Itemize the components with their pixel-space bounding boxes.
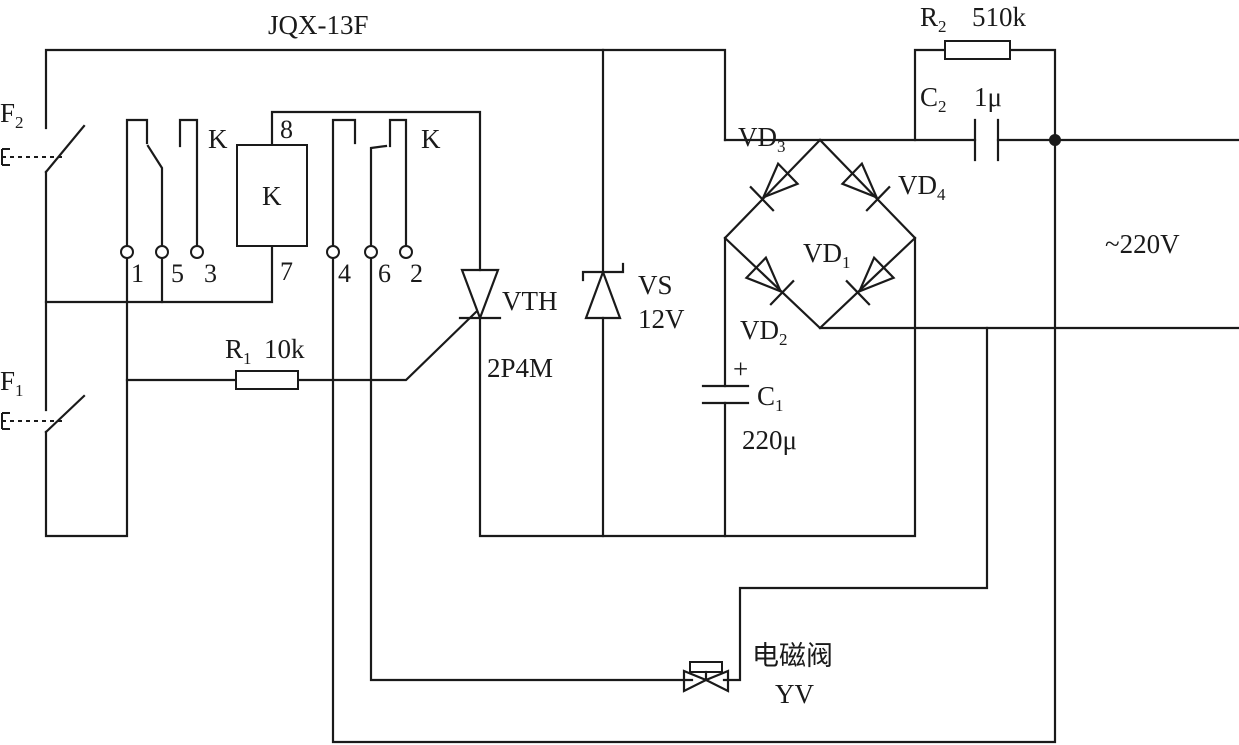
wire-bridge-diamond bbox=[723, 138, 917, 330]
c1-plus-label: + bbox=[733, 354, 748, 384]
wire-bottom-rail bbox=[478, 236, 917, 538]
r1-value: 10k bbox=[264, 334, 305, 364]
wire-top-rail bbox=[44, 48, 727, 142]
wire-pin7 bbox=[44, 244, 274, 304]
wire-r1 bbox=[125, 310, 478, 382]
terminal-2 bbox=[399, 245, 413, 259]
wire-r2-loop bbox=[331, 48, 1057, 744]
r1-label: R1 bbox=[225, 334, 252, 368]
terminal-5 bbox=[155, 245, 169, 259]
capacitor-c2 bbox=[973, 118, 1000, 162]
diode-vd1 bbox=[845, 255, 896, 306]
diode-vd3 bbox=[749, 161, 800, 212]
f2-label: F2 bbox=[0, 98, 24, 132]
junction-dot bbox=[1049, 134, 1061, 146]
relay-contacts-right bbox=[331, 118, 408, 248]
vs-label: VS bbox=[638, 270, 673, 300]
wires bbox=[44, 48, 1239, 744]
vd1-label: VD1 bbox=[803, 238, 851, 272]
pin-2-label: 2 bbox=[410, 259, 423, 288]
c2-label: C2 bbox=[920, 82, 947, 116]
zener-vs bbox=[581, 262, 625, 320]
wire-f1-bottom bbox=[44, 256, 129, 538]
wire-vth-pin8 bbox=[270, 110, 482, 272]
capacitor-c1 bbox=[701, 384, 750, 405]
pin-3-label: 3 bbox=[204, 259, 217, 288]
relay-terminals bbox=[120, 245, 413, 259]
vd3-label: VD3 bbox=[738, 122, 786, 156]
terminal-4 bbox=[326, 245, 340, 259]
vs-value-label: 12V bbox=[638, 304, 685, 334]
r2-value: 510k bbox=[972, 2, 1027, 32]
vd2-label: VD2 bbox=[740, 315, 788, 349]
pin-6-label: 6 bbox=[378, 259, 391, 288]
mains-label: ~220V bbox=[1105, 229, 1180, 259]
relay-coil-label: K bbox=[262, 181, 282, 211]
resistor-r2 bbox=[944, 40, 1011, 60]
wire-valve-return bbox=[722, 326, 989, 682]
c1-label: C1 bbox=[757, 381, 784, 415]
switch-f2 bbox=[1, 124, 86, 174]
pin-4-label: 4 bbox=[338, 259, 351, 288]
labels: JQX-13F R2 510k C2 1μ VD3 VD4 VD1 VD2 ~2… bbox=[0, 2, 1180, 709]
pin-1-label: 1 bbox=[131, 259, 144, 288]
vth-label: VTH bbox=[502, 286, 558, 316]
pin-8-label: 8 bbox=[280, 115, 293, 144]
c1-value: 220μ bbox=[742, 425, 797, 455]
thyristor-vth bbox=[458, 268, 502, 322]
terminal-6 bbox=[364, 245, 378, 259]
relay-k-left-label: K bbox=[208, 124, 228, 154]
vd4-label: VD4 bbox=[898, 170, 946, 204]
terminal-3 bbox=[190, 245, 204, 259]
relay-coil bbox=[236, 144, 308, 247]
pin-7-label: 7 bbox=[280, 257, 293, 286]
terminal-1 bbox=[120, 245, 134, 259]
solenoid-valve-icon bbox=[682, 661, 730, 693]
relay-contacts-left bbox=[125, 118, 199, 248]
c2-value: 1μ bbox=[974, 82, 1002, 112]
switch-f1 bbox=[1, 394, 86, 434]
relay-k-right-label: K bbox=[421, 124, 441, 154]
relay-model-label: JQX-13F bbox=[268, 10, 369, 40]
diode-vd2 bbox=[744, 255, 795, 306]
f1-label: F1 bbox=[0, 366, 24, 400]
r2-label: R2 bbox=[920, 2, 947, 36]
vth-model-label: 2P4M bbox=[487, 353, 553, 383]
valve-cn-label: 电磁阀 bbox=[752, 641, 833, 672]
valve-yv-label: YV bbox=[775, 679, 814, 709]
diode-vd4 bbox=[840, 161, 891, 212]
pin-5-label: 5 bbox=[171, 259, 184, 288]
resistor-r1 bbox=[235, 370, 299, 390]
wire-valve-feed bbox=[369, 256, 694, 682]
